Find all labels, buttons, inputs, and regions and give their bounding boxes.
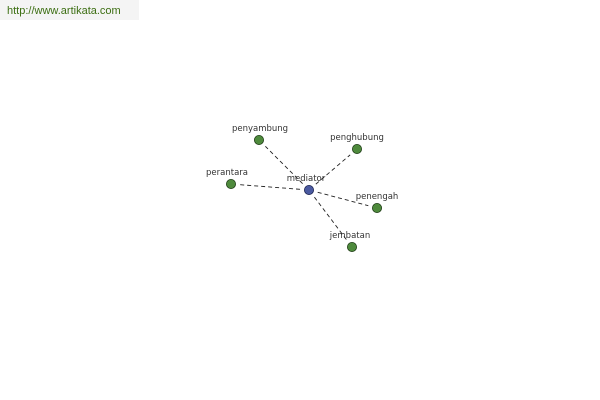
node-perantara[interactable] <box>225 178 236 189</box>
edge-jembatan <box>314 196 347 241</box>
node-penengah[interactable] <box>371 202 382 213</box>
node-label-perantara: perantara <box>206 168 248 178</box>
site-link[interactable]: http://www.artikata.com <box>0 0 139 20</box>
node-jembatan[interactable] <box>346 241 357 252</box>
node-penghubung[interactable] <box>351 143 362 154</box>
node-label-penghubung: penghubung <box>330 133 384 143</box>
node-label-jembatan: jembatan <box>329 231 370 241</box>
edge-penyambung <box>265 146 303 184</box>
node-label-penengah: penengah <box>356 192 399 202</box>
node-penyambung[interactable] <box>253 134 264 145</box>
edges <box>239 146 369 241</box>
edge-perantara <box>239 184 301 190</box>
nodes <box>225 134 382 252</box>
edge-penengah <box>317 191 369 207</box>
edge-penghubung <box>315 154 351 185</box>
node-label-penyambung: penyambung <box>232 124 288 134</box>
node-label-center: mediator <box>287 174 326 184</box>
labels: penyambung penghubung perantara penengah jem… <box>206 124 398 241</box>
node-center[interactable] <box>303 184 314 195</box>
